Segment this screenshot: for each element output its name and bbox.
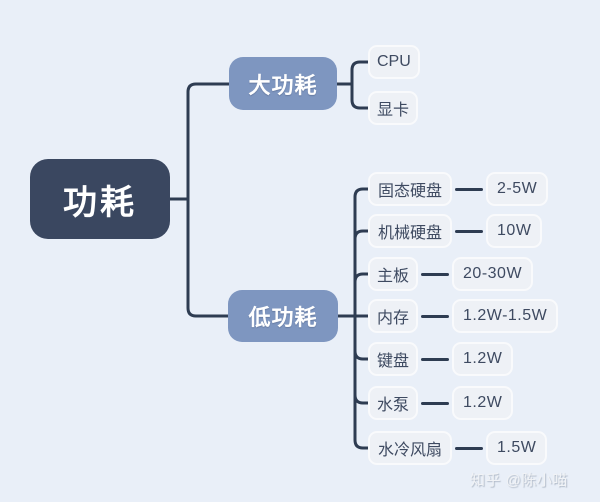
leaf-node-hdd: 机械硬盘 bbox=[368, 214, 453, 248]
row-connector-dash bbox=[455, 229, 484, 233]
zhihu-watermark: 知乎 @陈小喵 bbox=[470, 472, 568, 489]
value-node-hdd: 10W bbox=[486, 214, 543, 248]
leaf-row-water-pump: 水泵 1.2W bbox=[368, 386, 514, 420]
leaf-row-motherboard: 主板 20-30W bbox=[368, 257, 534, 291]
leaf-node-memory: 内存 bbox=[368, 299, 419, 333]
value-node-water-pump: 1.2W bbox=[452, 386, 514, 420]
value-node-keyboard: 1.2W bbox=[452, 342, 514, 376]
leaf-row-hdd: 机械硬盘 10W bbox=[368, 214, 543, 248]
row-connector-dash bbox=[421, 401, 450, 405]
leaf-node-keyboard: 键盘 bbox=[368, 342, 419, 376]
branch-node-low-power: 低功耗 bbox=[228, 290, 338, 342]
leaf-node-motherboard: 主板 bbox=[368, 257, 419, 291]
branch-node-high-power: 大功耗 bbox=[229, 57, 337, 110]
row-connector-dash bbox=[455, 187, 484, 191]
row-connector-dash bbox=[455, 446, 484, 450]
connector-root-bracket bbox=[186, 82, 231, 318]
root-node-power: 功耗 bbox=[30, 159, 170, 239]
leaf-row-keyboard: 键盘 1.2W bbox=[368, 342, 514, 376]
leaf-node-gpu: 显卡 bbox=[368, 91, 419, 125]
value-node-water-cooling-fan: 1.5W bbox=[486, 431, 548, 465]
leaf-row-water-cooling-fan: 水冷风扇 1.5W bbox=[368, 431, 548, 465]
leaf-row-ssd: 固态硬盘 2-5W bbox=[368, 172, 549, 206]
row-connector-dash bbox=[421, 357, 450, 361]
row-connector-dash bbox=[421, 314, 450, 318]
leaf-node-ssd: 固态硬盘 bbox=[368, 172, 453, 206]
leaf-node-water-pump: 水泵 bbox=[368, 386, 419, 420]
leaf-node-water-cooling-fan: 水冷风扇 bbox=[368, 431, 453, 465]
row-connector-dash bbox=[421, 272, 450, 276]
leaf-row-memory: 内存 1.2W-1.5W bbox=[368, 299, 559, 333]
value-node-motherboard: 20-30W bbox=[452, 257, 534, 291]
value-node-memory: 1.2W-1.5W bbox=[452, 299, 559, 333]
leaf-node-cpu: CPU bbox=[368, 45, 420, 79]
value-node-ssd: 2-5W bbox=[486, 172, 549, 206]
